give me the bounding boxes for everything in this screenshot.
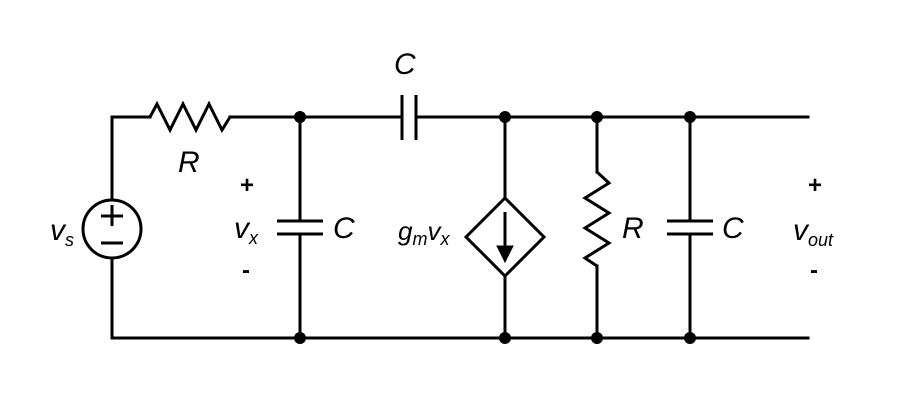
label-vx-plus: + [240, 172, 254, 199]
wires [110, 115, 810, 340]
label-gm-vx: gmvx [398, 216, 450, 249]
label-vx: vx [234, 212, 259, 248]
voltage-source [81, 198, 143, 260]
label-vout: vout [793, 214, 834, 250]
label-c2: C [722, 212, 744, 245]
junction-dot [684, 111, 696, 123]
resistor-r1 [148, 100, 232, 134]
junction-dot [591, 332, 603, 344]
label-c1: C [333, 212, 355, 245]
label-vs: vs [50, 214, 74, 250]
junction-dot [294, 332, 306, 344]
junction-dot [294, 111, 306, 123]
capacitor-c1 [277, 219, 323, 236]
label-r1: R [178, 146, 200, 179]
current-source-diamond [463, 195, 547, 279]
current-arrow-head [496, 245, 514, 264]
label-r2: R [622, 212, 644, 245]
dependent-current-source [463, 195, 547, 279]
capacitor-series [400, 95, 418, 140]
junction-dot [591, 111, 603, 123]
label-c-series: C [394, 48, 416, 81]
resistor-r2 [582, 170, 612, 268]
junction-dot [499, 332, 511, 344]
voltage-source-circle [81, 198, 143, 260]
label-vx-minus: - [242, 257, 250, 284]
capacitor-c2 [667, 219, 713, 236]
junction-dot [499, 111, 511, 123]
junction-dots [294, 111, 696, 344]
label-vout-minus: - [810, 257, 818, 284]
junction-dot [684, 332, 696, 344]
label-vout-plus: + [808, 172, 822, 199]
